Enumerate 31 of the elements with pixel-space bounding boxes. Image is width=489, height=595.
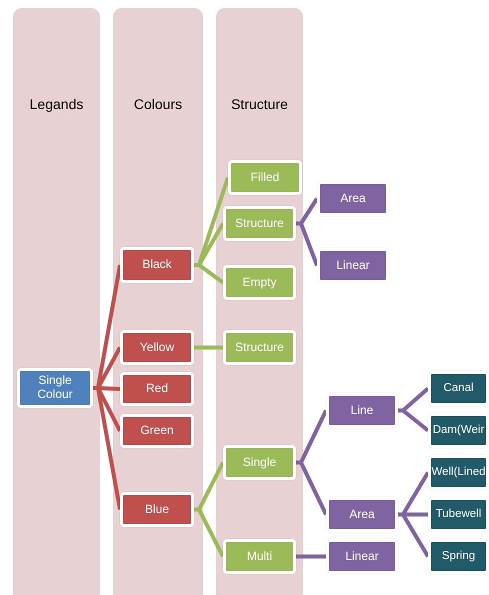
category-box: Well(Lined [428,455,489,490]
category-box: Area [317,181,389,216]
connector-line [296,554,326,558]
category-box: Filled [228,160,302,195]
category-box: Red [120,372,194,406]
category-box: Linear [317,248,389,283]
connector-line [398,408,430,432]
connector-line [194,346,223,350]
category-box: Structure [223,330,296,365]
category-box: Black [120,247,194,283]
column-band [113,8,203,595]
category-box: Area [326,497,398,532]
category-box: Linear [326,539,398,574]
category-box: Empty [223,265,296,300]
column-heading: Legands [28,96,84,112]
column-heading: Structure [230,96,289,112]
category-box: Spring [428,539,489,574]
category-box: Canal [428,371,489,406]
column-band [13,8,100,595]
category-box: Line [326,393,398,428]
category-box: Structure [223,206,296,241]
category-box: Single [223,445,296,480]
category-box: Single Colour [17,368,93,408]
category-box: Tubewell [428,497,489,532]
column-heading: Colours [132,96,184,112]
category-box: Multi [223,539,296,574]
category-box: Blue [120,492,194,527]
category-box: Dam(Weir [428,413,489,448]
column-band [216,8,303,595]
category-box: Green [120,414,194,448]
category-box: Yellow [120,330,194,365]
